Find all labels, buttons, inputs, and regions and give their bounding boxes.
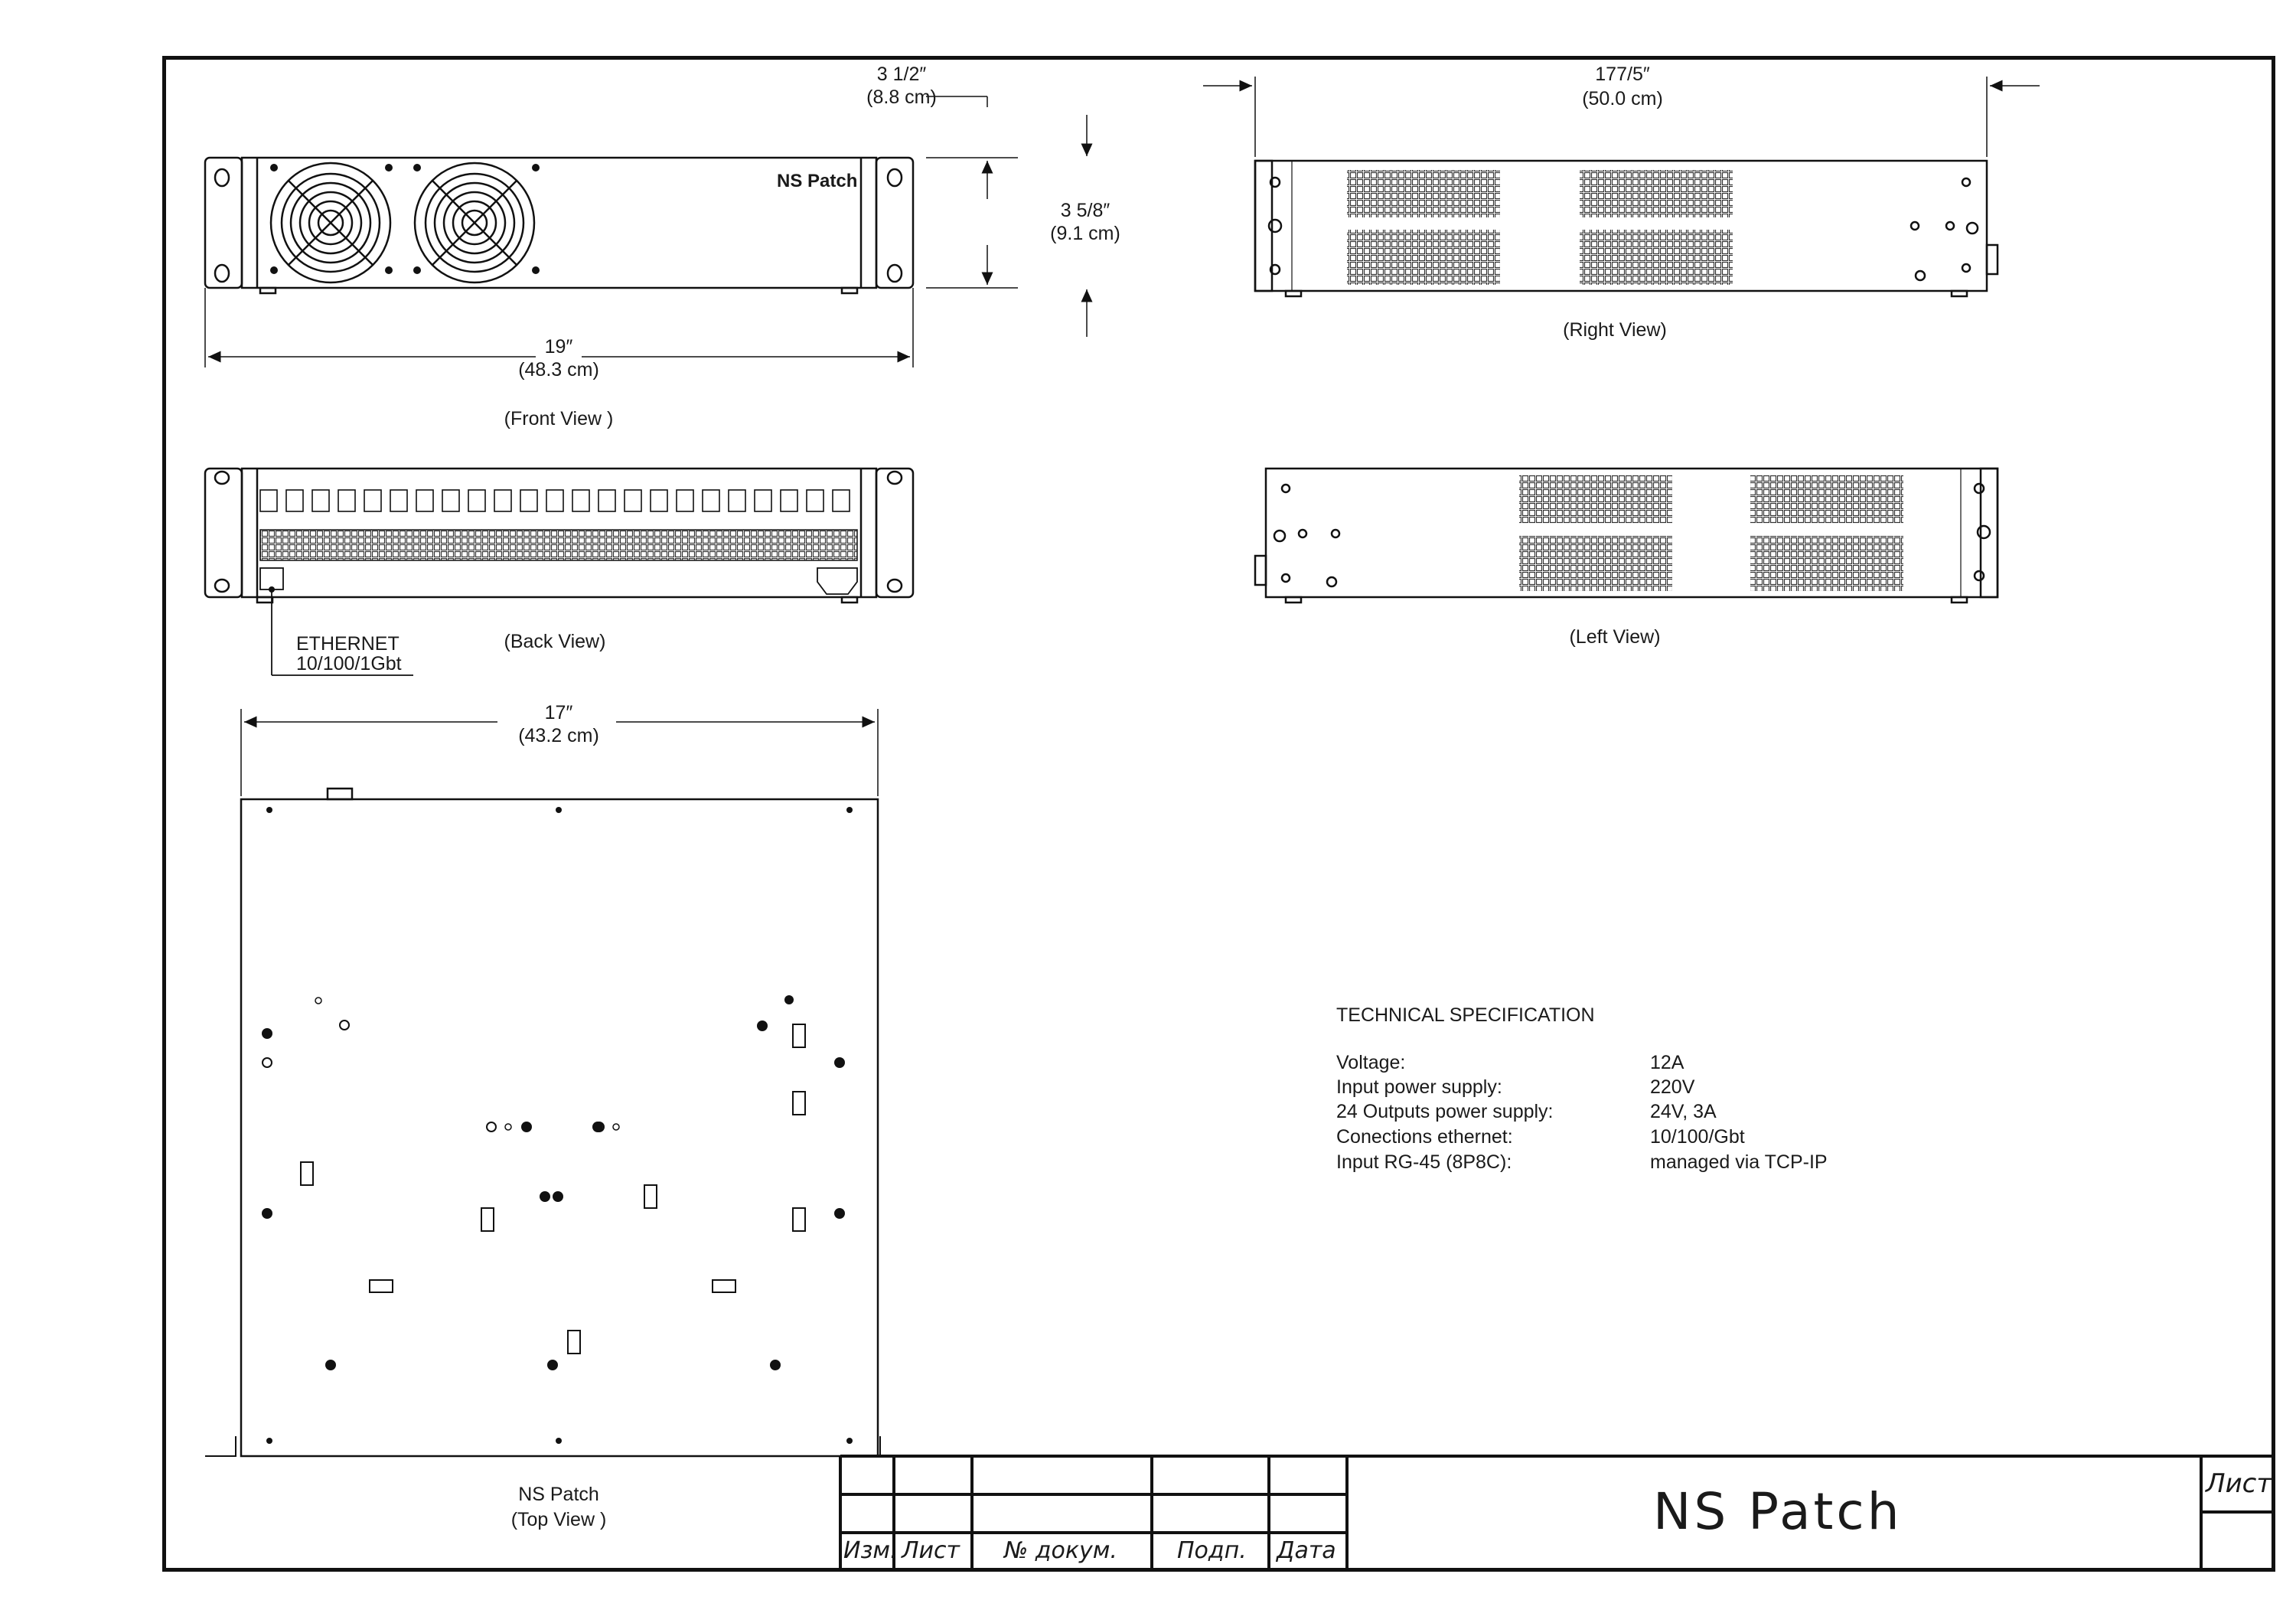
title-block-col-date: Дата <box>1277 1537 1336 1564</box>
back-view-caption: (Back View) <box>504 631 606 652</box>
ethernet-callout-speed: 10/100/1Gbt <box>296 653 402 674</box>
top-width-inches: 17″ <box>544 702 573 723</box>
right-view <box>1203 77 2040 298</box>
height-dim-cm: (9.1 cm) <box>1050 223 1120 244</box>
front-brand-label: NS Patch <box>777 171 858 191</box>
left-view-caption: (Left View) <box>1569 626 1661 648</box>
spec-value: 12A <box>1650 1052 1684 1073</box>
top-view <box>205 709 911 1458</box>
depth-dim-inches: 3 1/2″ <box>876 64 927 85</box>
title-block-title: NS Patch <box>1653 1482 1903 1541</box>
spec-key: Conections ethernet: <box>1336 1126 1513 1148</box>
spec-value: 24V, 3A <box>1650 1101 1717 1122</box>
length-dim-inches: 177/5″ <box>1595 64 1650 85</box>
spec-value: managed via TCP-IP <box>1650 1151 1828 1173</box>
title-block-col-list: Лист <box>902 1537 960 1564</box>
front-view <box>204 96 1093 367</box>
front-width-inches: 19″ <box>544 336 573 358</box>
top-width-cm: (43.2 cm) <box>518 725 599 746</box>
back-view <box>204 467 915 676</box>
spec-key: 24 Outputs power supply: <box>1336 1101 1554 1122</box>
top-view-name: NS Patch <box>518 1484 599 1505</box>
title-block-col-sign: Подп. <box>1177 1537 1247 1564</box>
height-dim-inches: 3 5/8″ <box>1060 200 1110 221</box>
front-width-cm: (48.3 cm) <box>518 359 599 380</box>
drawing-frame <box>162 56 2275 1572</box>
spec-value: 10/100/Gbt <box>1650 1126 1745 1148</box>
left-view <box>1254 467 1999 604</box>
ethernet-callout-title: ETHERNET <box>296 633 400 655</box>
spec-key: Input RG-45 (8P8C): <box>1336 1151 1512 1173</box>
spec-key: Input power supply: <box>1336 1076 1502 1098</box>
title-block-col-doc: № докум. <box>1004 1537 1117 1564</box>
top-view-caption: (Top View ) <box>510 1509 607 1530</box>
title-block-sheet-label: Лист <box>2206 1468 2272 1499</box>
spec-heading: TECHNICAL SPECIFICATION <box>1336 1004 1595 1026</box>
title-block-grid <box>839 1455 2275 1572</box>
spec-value: 220V <box>1650 1076 1695 1098</box>
title-block-col-izm: Изм. <box>843 1537 898 1564</box>
depth-dim-cm: (8.8 cm) <box>866 87 937 108</box>
spec-key: Voltage: <box>1336 1052 1406 1073</box>
length-dim-cm: (50.0 cm) <box>1582 88 1663 109</box>
front-view-caption: (Front View ) <box>504 408 614 429</box>
right-view-caption: (Right View) <box>1563 319 1667 341</box>
